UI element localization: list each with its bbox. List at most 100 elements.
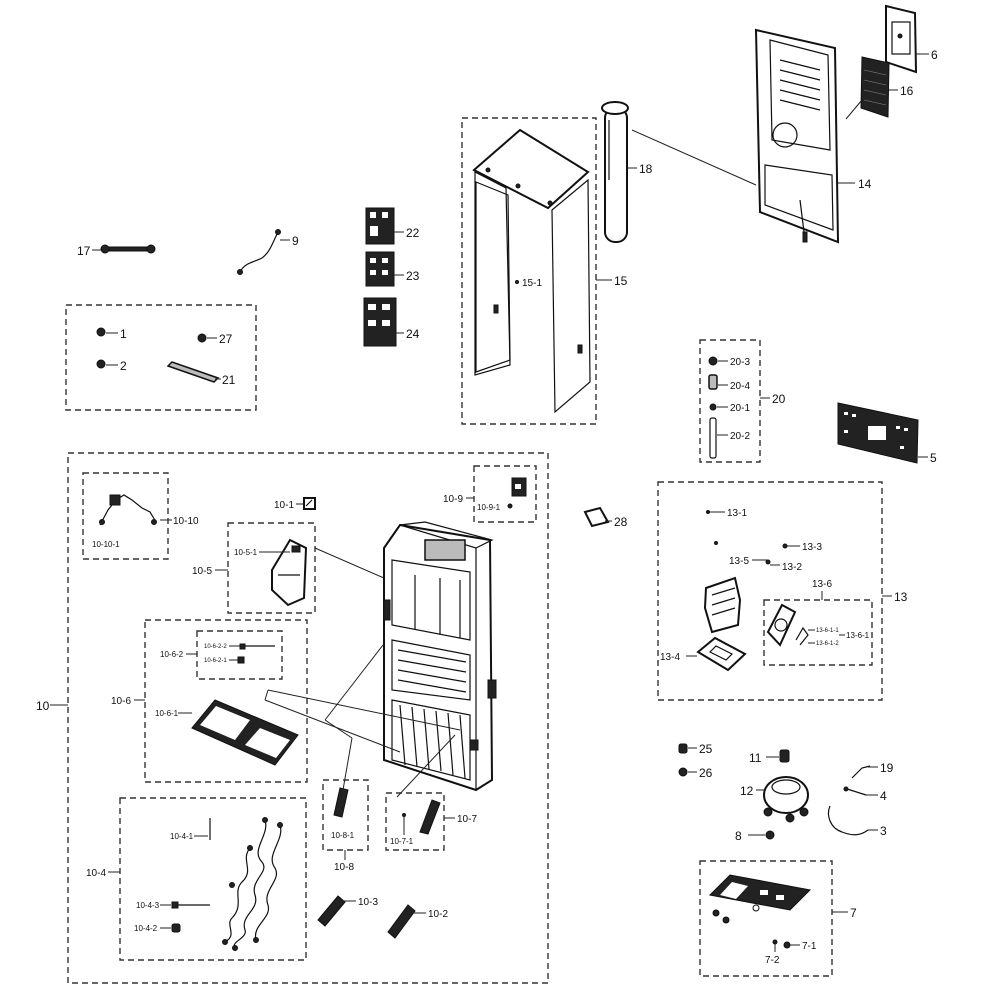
part-22-module [365, 207, 395, 245]
label-10-2: 10-2 [428, 909, 448, 920]
label-10-6-2-2: 10-6-2-2 [204, 644, 227, 650]
label-13: 13 [894, 590, 908, 604]
group-box-20 [699, 339, 761, 463]
part-13-compressor-bracket [703, 576, 742, 634]
group-box-13-6 [763, 599, 873, 666]
label-13-6-1-1: 13-6-1-1 [816, 628, 839, 634]
group-box-7 [699, 860, 833, 977]
label-10-4-1: 10-4-1 [170, 832, 194, 841]
label-10-9: 10-9 [443, 494, 463, 505]
part-10-6-2-2-screw [239, 643, 275, 650]
label-10-3: 10-3 [358, 897, 378, 908]
label-15-1: 15-1 [522, 278, 542, 289]
group-box-10-6-2 [196, 630, 283, 680]
label-10-6-2: 10-6-2 [160, 650, 184, 659]
label-18: 18 [639, 162, 653, 176]
label-10-6: 10-6 [111, 696, 131, 707]
label-10-5-1: 10-5-1 [234, 548, 258, 557]
label-10-10-1: 10-10-1 [92, 540, 120, 549]
part-7-tray [708, 874, 812, 924]
part-10-8-rail [333, 787, 349, 818]
label-23: 23 [406, 269, 420, 283]
part-15-door-frame [472, 128, 591, 414]
part-2-cap [96, 359, 106, 369]
label-15: 15 [614, 274, 628, 288]
part-11-relay [779, 749, 790, 763]
part-10-6-2-1-clip [237, 656, 245, 664]
label-7-1: 7-1 [802, 941, 817, 952]
label-13-5: 13-5 [729, 556, 749, 567]
group-box-10-6 [144, 619, 308, 783]
part-12-compressor [763, 776, 809, 823]
label-9: 9 [292, 234, 299, 248]
part-10-1-clip [303, 497, 316, 510]
part-17-shaft [100, 244, 156, 254]
label-13-4: 13-4 [660, 652, 680, 663]
label-5: 5 [930, 451, 937, 465]
label-13-6-1-2: 13-6-1-2 [816, 641, 839, 647]
part-20-assembly [708, 356, 718, 459]
label-7-2: 7-2 [765, 955, 780, 966]
label-10-5: 10-5 [192, 566, 212, 577]
label-13-6: 13-6 [812, 579, 832, 590]
group-box-10 [67, 452, 549, 984]
label-13-1: 13-1 [727, 508, 747, 519]
label-10-8: 10-8 [334, 862, 354, 873]
part-10-2-rail [387, 904, 416, 939]
label-10-4-2: 10-4-2 [134, 924, 158, 933]
group-box-10-8 [322, 779, 369, 851]
label-10-9-1: 10-9-1 [477, 503, 501, 512]
label-14: 14 [858, 177, 872, 191]
part-10-10-wire-harness [99, 494, 157, 526]
label-20: 20 [772, 392, 786, 406]
part-25-grommet [678, 743, 688, 754]
part-5-panel [837, 402, 919, 464]
group-box-10-7 [385, 792, 445, 851]
part-1-cap [96, 327, 106, 337]
label-7: 7 [850, 906, 857, 920]
label-13-2: 13-2 [782, 562, 802, 573]
part-8-grommet [765, 830, 775, 840]
label-17: 17 [77, 244, 91, 258]
label-10-8-1: 10-8-1 [331, 831, 355, 840]
part-10-6-shelf-cover [191, 699, 299, 766]
part-19-pipe [851, 765, 871, 779]
group-box-10-5 [227, 522, 316, 614]
group-box-10-4 [119, 797, 307, 961]
label-21: 21 [222, 373, 236, 387]
label-12: 12 [740, 784, 754, 798]
label-11: 11 [749, 751, 762, 765]
group-box-1-2-21-27 [65, 304, 257, 411]
part-3-tube [827, 805, 869, 836]
label-24: 24 [406, 327, 420, 341]
label-16: 16 [900, 84, 914, 98]
label-25: 25 [699, 742, 713, 756]
part-26-grommet [678, 767, 688, 777]
part-27-cap [197, 333, 207, 343]
label-10-4: 10-4 [86, 868, 106, 879]
part-9-wire [237, 229, 281, 275]
part-16-grille [860, 56, 890, 118]
part-10-7-rail [419, 799, 441, 835]
part-23-module [365, 251, 395, 287]
label-2: 2 [120, 359, 127, 373]
label-13-3: 13-3 [802, 542, 822, 553]
label-13-6-1: 13-6-1 [846, 631, 870, 640]
part-10-4-main-harness [171, 817, 283, 951]
label-19: 19 [880, 761, 894, 775]
label-10-1: 10-1 [274, 500, 294, 511]
label-10-7: 10-7 [457, 814, 477, 825]
label-20-3: 20-3 [730, 357, 750, 368]
part-4-connector [843, 786, 867, 796]
label-6: 6 [931, 48, 938, 62]
group-box-10-10 [82, 472, 169, 560]
label-20-1: 20-1 [730, 403, 750, 414]
label-22: 22 [406, 226, 420, 240]
label-10-10: 10-10 [173, 516, 199, 527]
part-10-9-sensor [511, 477, 527, 497]
label-20-4: 20-4 [730, 381, 750, 392]
part-14-cover-panel [754, 28, 840, 244]
label-20-2: 20-2 [730, 431, 750, 442]
group-box-10-9 [473, 465, 537, 523]
